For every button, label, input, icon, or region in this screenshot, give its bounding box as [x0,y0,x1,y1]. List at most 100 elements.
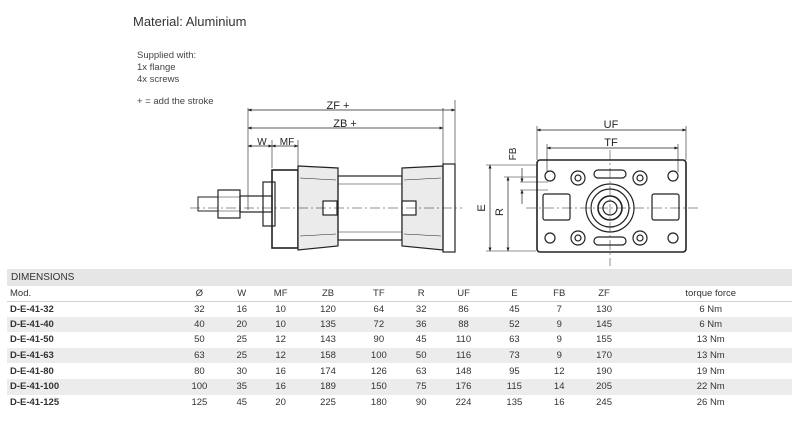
side-view-cylinder [190,100,462,253]
table-cell: 25 [236,334,248,346]
model-cell: D-E-41-32 [10,303,54,315]
table-cell: 52 [488,316,540,333]
column-header: UF [438,286,489,302]
tf-label: TF [604,137,618,149]
supplied-item: 4x screws [137,74,180,85]
table-cell: 30 [236,365,248,377]
model-cell: D-E-41-40 [7,316,174,333]
table-cell: 90 [415,396,427,408]
table-cell: 225 [320,396,336,408]
table-cell: 16 [553,396,565,408]
table-cell: 63 [415,365,427,377]
fb-label: FB [508,147,519,160]
table-cell: 189 [302,378,354,395]
column-header: ZF [578,286,630,302]
table-cell: 158 [302,347,354,364]
table-cell: 6 Nm [699,303,723,315]
column-header: W [224,286,259,302]
table-cell: 100 [173,378,225,395]
table-cell: 12 [258,347,303,364]
model-cell: D-E-41-100 [7,378,174,395]
table-cell: 64 [373,303,385,315]
table-cell: 95 [509,365,520,377]
uf-label: UF [604,119,619,131]
table-cell: 143 [320,334,336,346]
table-cell: 180 [370,396,387,408]
dimensions-table: DIMENSIONS Mod. Ø W MF ZB TF R UF E FB Z… [7,269,792,410]
table-cell: 25 [224,347,259,364]
r-label: R [494,208,506,216]
supplied-item: 1x flange [137,62,176,73]
table-cell: 145 [578,316,630,333]
model-cell: D-E-41-125 [10,396,60,408]
model-cell: D-E-41-80 [10,365,54,377]
table-cell: 130 [596,303,612,315]
table-cell: 176 [438,378,489,395]
table-cell: 13 Nm [629,347,792,364]
table-cell: 32 [415,303,427,315]
table-cell: 73 [488,347,540,364]
model-cell: D-E-41-63 [7,347,174,364]
column-header: Mod. [7,286,174,302]
table-header-row: Mod. Ø W MF ZB TF R UF E FB ZF torque fo… [7,286,792,302]
table-cell: 148 [455,365,472,377]
supplied-with-block: Supplied with: 1x flange 4x screws [137,50,196,86]
column-header: TF [353,286,405,302]
table-cell: 45 [415,334,427,346]
table-cell: 125 [191,396,208,408]
table-cell: 16 [275,365,286,377]
table-cell: 45 [236,396,248,408]
table-cell: 170 [578,347,630,364]
table-cell: 35 [224,378,259,395]
zf-label: ZF + [327,100,350,112]
table-cell: 19 Nm [696,365,725,377]
table-cell: 88 [438,316,489,333]
table-cell: 26 Nm [696,396,725,408]
table-cell: 7 [556,303,562,315]
stroke-note: + = add the stroke [137,96,214,107]
table-cell: 116 [438,347,489,364]
table-cell: 20 [224,316,259,333]
zb-label: ZB + [333,118,357,130]
table-cell: 135 [302,316,354,333]
table-cell: 12 [275,334,286,346]
column-header: ZB [302,286,354,302]
e-label: E [476,204,488,211]
supplied-heading: Supplied with: [137,50,197,61]
table-cell: 9 [556,334,562,346]
column-header: torque force [629,286,792,302]
table-title: DIMENSIONS [7,269,792,286]
table-cell: 9 [539,316,579,333]
table-cell: 72 [353,316,405,333]
table-cell: 40 [173,316,225,333]
table-cell: 205 [578,378,630,395]
table-cell: 190 [596,365,612,377]
column-header: E [488,286,540,302]
table-cell: 245 [596,396,612,408]
table-cell: 86 [458,303,469,315]
table-cell: 80 [194,365,205,377]
table-cell: 135 [506,396,523,408]
column-header: R [404,286,439,302]
table-cell: 110 [455,334,472,346]
table-cell: 6 Nm [629,316,792,333]
table-cell: 75 [404,378,439,395]
table-cell: 50 [194,334,205,346]
table-cell: 20 [275,396,286,408]
column-header: FB [539,286,579,302]
table-cell: 32 [194,303,205,315]
table-cell: 120 [320,303,336,315]
column-header: Ø [173,286,225,302]
technical-drawing: ZF + ZB + W MF [190,100,698,266]
table-cell: 9 [539,347,579,364]
model-cell: D-E-41-50 [10,334,54,346]
table-cell: 22 Nm [629,378,792,395]
table-cell: 16 [236,303,248,315]
